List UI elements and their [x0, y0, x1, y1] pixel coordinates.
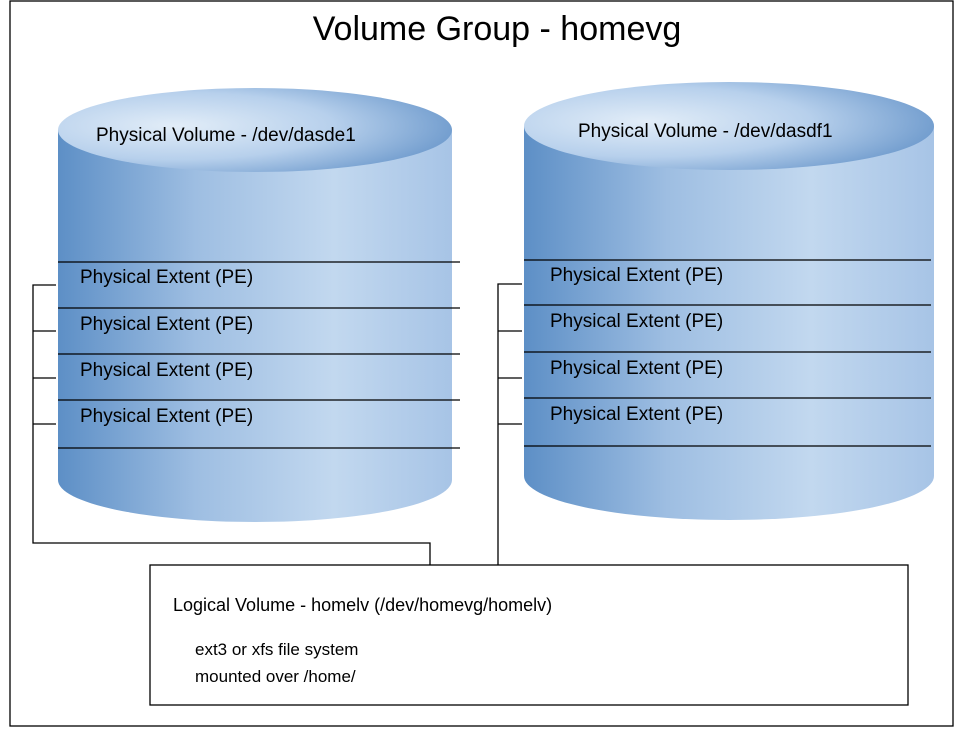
lv-title: Logical Volume - homelv (/dev/homevg/hom… [173, 595, 552, 615]
cylinder-top-2 [524, 82, 934, 170]
cylinder-body-2 [524, 126, 934, 520]
pe-label: Physical Extent (PE) [80, 314, 253, 335]
pe-label: Physical Extent (PE) [550, 311, 723, 332]
pv2-to-lv-connector [497, 283, 522, 565]
cylinder-top-1 [58, 88, 452, 172]
pe-label: Physical Extent (PE) [550, 358, 723, 379]
logical-volume-box: Logical Volume - homelv (/dev/homevg/hom… [149, 564, 909, 706]
pe-label: Physical Extent (PE) [80, 267, 253, 288]
pe-label: Physical Extent (PE) [80, 360, 253, 381]
lv-fs-line: ext3 or xfs file system [195, 640, 358, 659]
pe-label: Physical Extent (PE) [550, 265, 723, 286]
physical-volume-2: Physical Volume - /dev/dasdf1 Physical E… [524, 82, 934, 520]
cylinder-body-1 [58, 130, 452, 522]
physical-volume-1: Physical Volume - /dev/dasde1 Physical E… [58, 88, 460, 522]
pe-label: Physical Extent (PE) [80, 406, 253, 427]
pe-label: Physical Extent (PE) [550, 404, 723, 425]
lv-mount-line: mounted over /home/ [195, 667, 356, 686]
pv-label-1: Physical Volume - /dev/dasde1 [96, 125, 356, 146]
pv1-to-lv-connector [32, 284, 431, 565]
volume-group-title: Volume Group - homevg [313, 10, 682, 48]
pv-label-2: Physical Volume - /dev/dasdf1 [578, 121, 833, 142]
